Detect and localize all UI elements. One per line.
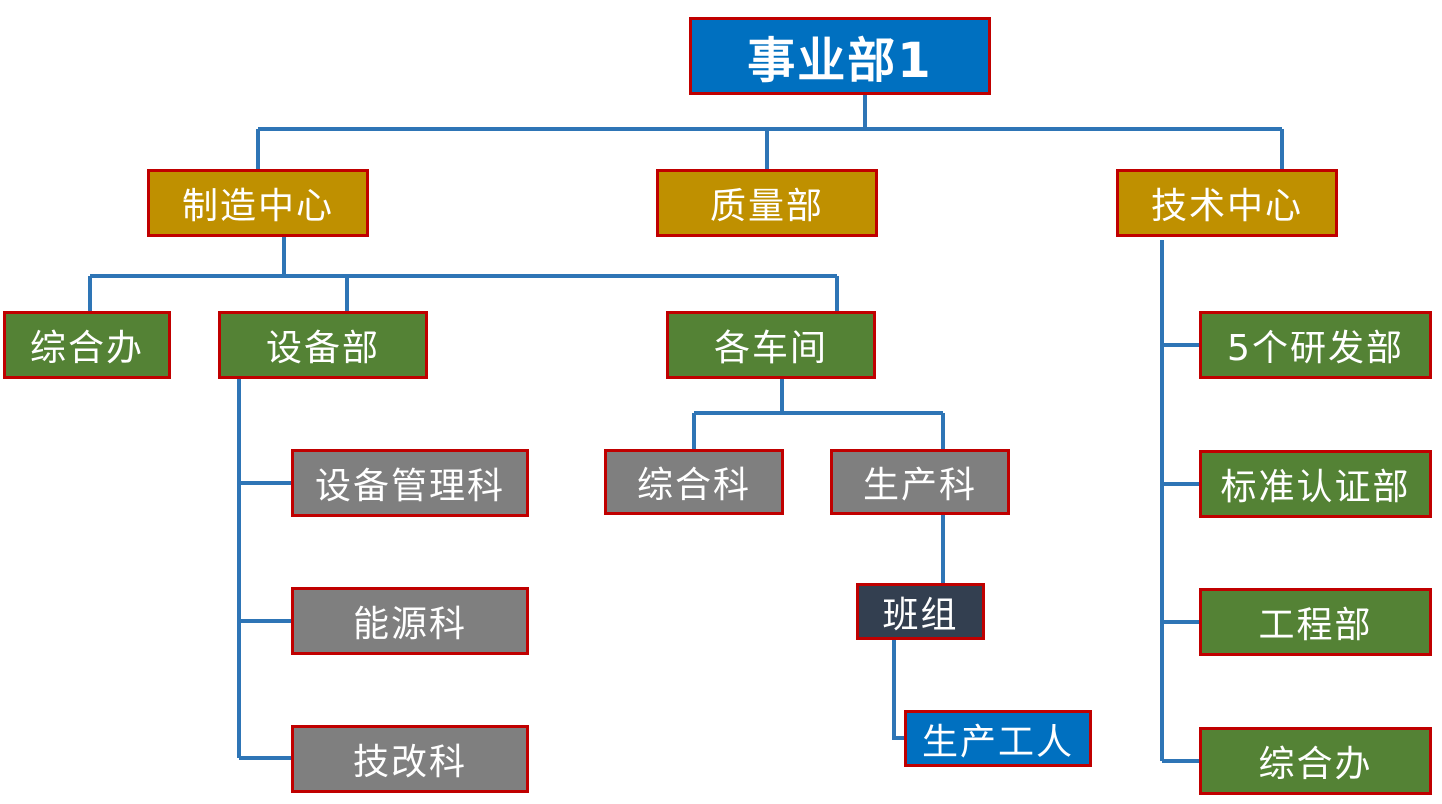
node-standards-cert-dept-label: 标准认证部: [1220, 467, 1411, 508]
node-equipment-dept: 设备部: [218, 311, 428, 379]
node-technology-center-label: 技术中心: [1150, 186, 1303, 227]
node-rd-depts-label: 5个研发部: [1227, 328, 1404, 369]
node-energy-section: 能源科: [291, 587, 529, 655]
node-tech-general-office: 综合办: [1199, 727, 1432, 795]
node-tech-modification-section-label: 技改科: [352, 742, 467, 783]
node-standards-cert-dept: 标准认证部: [1199, 450, 1432, 518]
node-production-section-label: 生产科: [862, 465, 977, 506]
node-engineering-dept-label: 工程部: [1258, 605, 1373, 646]
node-production-workers: 生产工人: [904, 710, 1092, 767]
node-engineering-dept: 工程部: [1199, 588, 1432, 656]
node-mfg-general-office-label: 综合办: [29, 328, 144, 369]
node-equipment-dept-label: 设备部: [265, 328, 380, 369]
node-general-section-label: 综合科: [636, 465, 751, 506]
node-quality-dept: 质量部: [656, 169, 878, 237]
node-root: 事业部1: [689, 17, 991, 95]
node-production-workers-label: 生产工人: [921, 721, 1074, 763]
node-workshops: 各车间: [666, 311, 876, 379]
node-tech-general-office-label: 综合办: [1258, 744, 1373, 785]
node-technology-center: 技术中心: [1116, 169, 1338, 237]
node-general-section: 综合科: [604, 449, 784, 515]
node-team-label: 班组: [882, 594, 959, 636]
node-workshops-label: 各车间: [713, 328, 828, 369]
connector-team-to-workers: [892, 640, 904, 740]
node-mfg-general-office: 综合办: [3, 311, 171, 379]
node-equipment-mgmt-section: 设备管理科: [291, 449, 529, 517]
node-root-label: 事业部1: [747, 33, 933, 89]
node-manufacturing-center: 制造中心: [147, 169, 369, 237]
node-equipment-mgmt-section-label: 设备管理科: [314, 466, 505, 507]
node-energy-section-label: 能源科: [352, 604, 467, 645]
node-team: 班组: [856, 583, 985, 640]
node-quality-dept-label: 质量部: [709, 186, 824, 227]
node-manufacturing-center-label: 制造中心: [181, 186, 334, 227]
node-rd-depts: 5个研发部: [1199, 311, 1432, 379]
node-tech-modification-section: 技改科: [291, 725, 529, 793]
node-production-section: 生产科: [830, 449, 1010, 515]
